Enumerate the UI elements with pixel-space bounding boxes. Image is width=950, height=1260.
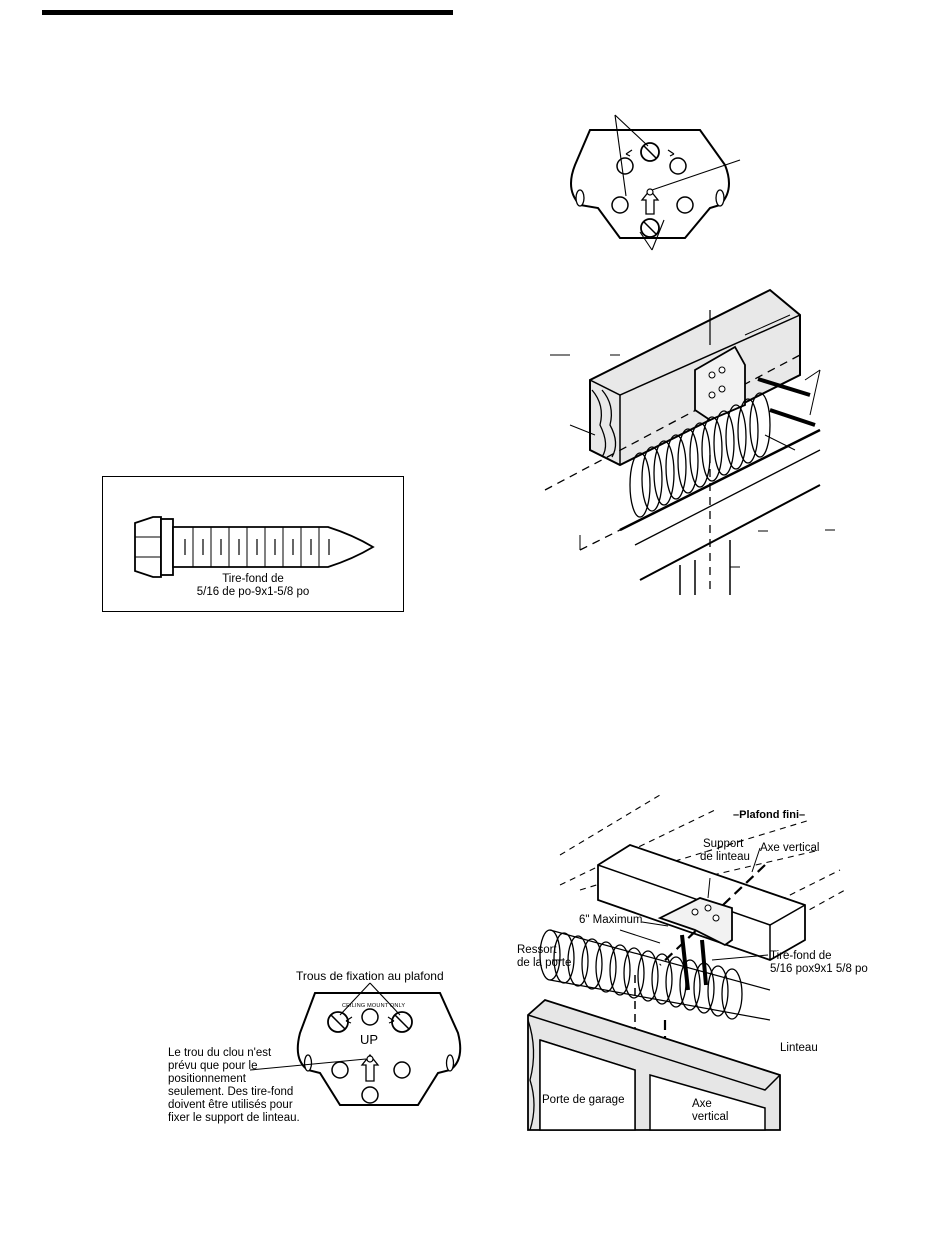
lag-screw-icon [134, 516, 375, 578]
note-line-3: positionnement [168, 1073, 246, 1085]
header-bracket-diagram [544, 288, 835, 595]
support-label-line2: de linteau [700, 851, 750, 863]
note-line-4: seulement. Des tire-fond [168, 1086, 294, 1098]
support-label-line1: Support [703, 838, 744, 850]
tire-fond-label-line1: Tire-fond de [770, 950, 832, 962]
axe-vertical-top-label: Axe vertical [760, 842, 820, 854]
lag-screw-caption-line1: Tire-fond de [222, 573, 284, 585]
up-marking: UP [360, 1032, 379, 1047]
axe-vertical-bottom-line2: vertical [692, 1111, 729, 1123]
mount-holes-label: Trous de fixation au plafond [296, 969, 444, 983]
linteau-label: Linteau [780, 1042, 818, 1054]
tire-fond-label-line2: 5/16 pox9x1 5/8 po [770, 963, 868, 975]
note-line-1: Le trou du clou n'est [168, 1047, 272, 1059]
six-inch-max-label: 6" Maximum [579, 914, 643, 926]
axe-vertical-bottom-line1: Axe [692, 1098, 712, 1110]
note-line-2: prévu que pour le [168, 1060, 258, 1072]
bracket-detail-diagram [249, 982, 462, 1106]
ressort-label-line1: Ressort [517, 944, 557, 956]
bracket-marking: CEILING MOUNT ONLY [342, 1003, 406, 1009]
note-line-6: fixer le support de linteau. [168, 1112, 300, 1124]
ressort-label-line2: de la porte [517, 957, 572, 969]
header-rule [42, 10, 453, 15]
note-line-5: doivent être utilisés pour [168, 1099, 293, 1111]
finished-ceiling-diagram [527, 794, 846, 1131]
lag-screw-figure: Tire-fond de 5/16 de po-9x1-5/8 po [102, 476, 404, 612]
bracket-top-diagram [570, 114, 741, 251]
plafond-fini-label: –Plafond fini– [733, 809, 806, 821]
lag-screw-caption-line2: 5/16 de po-9x1-5/8 po [196, 586, 310, 598]
porte-de-garage-label: Porte de garage [542, 1094, 625, 1106]
